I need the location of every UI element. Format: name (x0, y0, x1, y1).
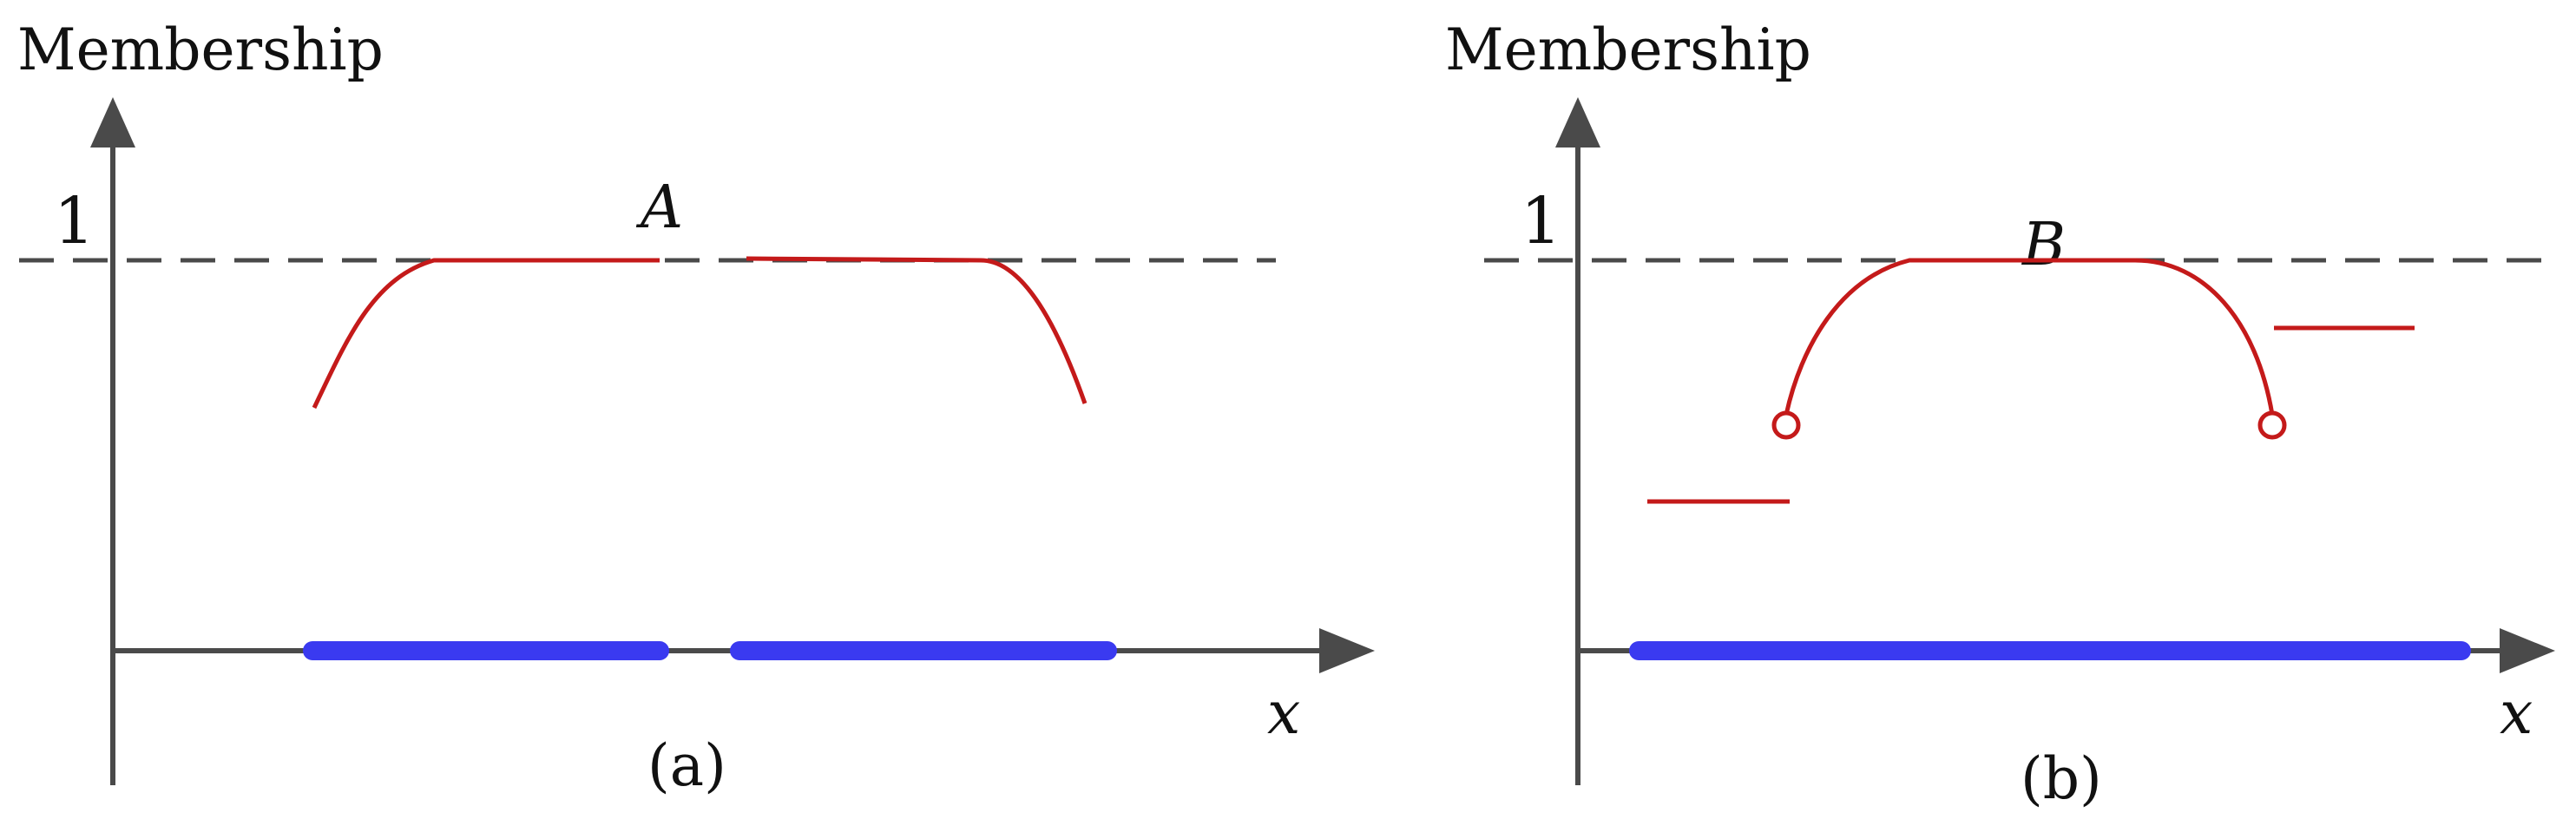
panel-a-x-axis-label: x (1267, 679, 1300, 748)
panel-a-curve-left (312, 258, 660, 410)
panel-b-open-point-right (2257, 410, 2287, 440)
panel-a-y-axis-label: Membership (17, 16, 384, 83)
panel-b-curve (1784, 258, 2275, 416)
panel-a-x-axis-arrow (1319, 628, 1375, 673)
panel-b: Membership 1 B x (b) (1445, 16, 2555, 812)
panel-b-open-point-left (1771, 410, 1801, 440)
panel-b-caption: (b) (2021, 745, 2102, 812)
panel-a-curve-right (746, 256, 1088, 404)
panel-a-level-label: 1 (54, 184, 95, 259)
panel-a-y-axis-arrow (90, 97, 135, 148)
panel-a-set-label: A (635, 174, 683, 242)
panel-a: Membership 1 A x (a) (17, 16, 1375, 799)
panel-a-caption: (a) (647, 732, 726, 799)
panel-b-set-label: B (2021, 211, 2066, 279)
panel-b-level-label: 1 (1521, 184, 1561, 259)
panel-b-y-axis-arrow (1555, 97, 1600, 148)
panel-b-x-axis-arrow (2500, 628, 2555, 673)
panel-b-x-axis-label: x (2500, 679, 2533, 748)
panel-b-y-axis-label: Membership (1445, 16, 1811, 83)
